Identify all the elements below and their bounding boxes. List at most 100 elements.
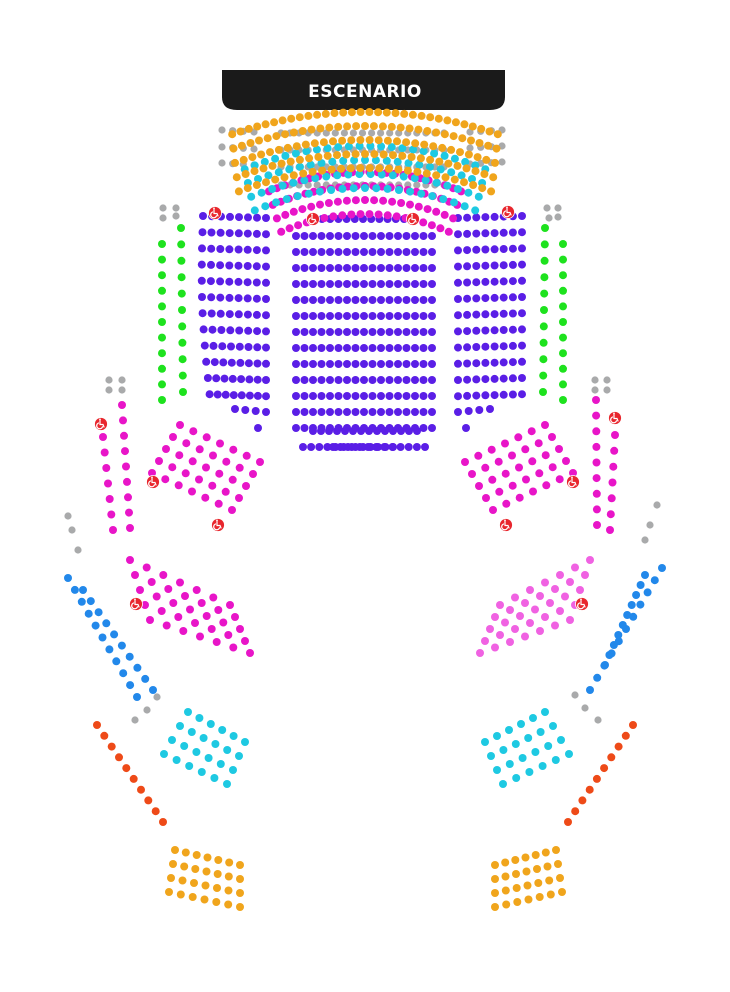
seat-platea-rear[interactable] [109, 526, 117, 534]
seat-platea-front[interactable] [481, 277, 490, 286]
seat-escenario-rows[interactable] [466, 144, 474, 152]
seat-platea-front[interactable] [368, 328, 377, 336]
seat-platea-front[interactable] [220, 374, 229, 383]
seat-platea-front[interactable] [385, 232, 394, 240]
seat-platea-side[interactable] [559, 271, 567, 280]
seat-platea-rear[interactable] [161, 475, 170, 484]
seat-platea-front[interactable] [385, 392, 394, 400]
seat-platea-rear[interactable] [196, 632, 204, 641]
seat-platea-front[interactable] [216, 261, 225, 270]
seat-aisle-grey[interactable] [159, 204, 167, 212]
seat-platea-rear[interactable] [592, 489, 601, 498]
seat-platea-rear[interactable] [242, 482, 250, 490]
wheelchair-icon[interactable] [129, 597, 143, 611]
seat-platea-front[interactable] [411, 264, 419, 272]
seat-primer-piso[interactable] [278, 181, 287, 190]
seat-primer-piso[interactable] [268, 185, 277, 193]
seat-platea-front[interactable] [385, 376, 394, 384]
seat-platea-front[interactable] [317, 408, 326, 416]
seat-platea-rear[interactable] [522, 475, 530, 484]
seat-anfiteatro-rear[interactable] [576, 586, 584, 594]
seat-platea-rear[interactable] [592, 442, 601, 451]
seat-segundo-piso[interactable] [391, 109, 400, 118]
seat-platea-front[interactable] [292, 344, 300, 352]
seat-segundo-piso[interactable] [473, 153, 482, 162]
seat-primer-piso[interactable] [398, 144, 407, 153]
seat-platea-front[interactable] [252, 294, 261, 303]
seat-anfiteatro-rear[interactable] [566, 578, 574, 586]
seat-platea-rear[interactable] [119, 416, 127, 425]
seat-platea-rear[interactable] [606, 510, 615, 519]
seat-primer-piso[interactable] [410, 174, 419, 183]
seat-segundo-piso[interactable] [263, 134, 272, 143]
seat-primer-piso[interactable] [323, 144, 332, 153]
seat-platea-front[interactable] [227, 342, 235, 351]
seat-platea-front[interactable] [292, 280, 300, 288]
seat-platea-front[interactable] [208, 325, 217, 334]
seat-platea-front[interactable] [481, 358, 490, 367]
seat-primer-piso[interactable] [206, 720, 215, 728]
seat-platea-side[interactable] [158, 286, 166, 295]
seat-platea-rear[interactable] [126, 556, 134, 564]
seat-platea-front[interactable] [508, 228, 517, 237]
seat-platea-rear[interactable] [592, 396, 600, 404]
seat-platea-side[interactable] [158, 240, 166, 248]
seat-platea-front[interactable] [326, 392, 334, 400]
seat-platea-rear[interactable] [501, 469, 510, 478]
seat-primer-piso[interactable] [383, 184, 392, 193]
seat-anfiteatro-rear[interactable] [571, 563, 579, 572]
seat-primer-piso[interactable] [300, 176, 309, 185]
seat-primer-piso[interactable] [453, 185, 462, 193]
seat-segundo-piso[interactable] [171, 846, 179, 854]
seat-platea-front[interactable] [394, 264, 402, 272]
seat-anfiteatro-rear[interactable] [521, 599, 529, 607]
seat-segundo-piso[interactable] [316, 124, 325, 133]
seat-segundo-piso[interactable] [236, 875, 244, 883]
seat-segundo-piso[interactable] [487, 187, 496, 196]
seat-platea-front[interactable] [351, 248, 360, 256]
seat-anfiteatro-rear[interactable] [536, 627, 544, 635]
seat-segundo-piso[interactable] [203, 853, 212, 862]
seat-segundo-piso[interactable] [407, 153, 416, 161]
seat-platea-side[interactable] [559, 333, 567, 342]
seat-platea-side[interactable] [177, 273, 186, 282]
seat-aisle-grey[interactable] [172, 212, 180, 220]
seat-platea-front[interactable] [419, 296, 428, 304]
seat-platea-rear[interactable] [281, 210, 290, 219]
seat-platea-front[interactable] [472, 262, 481, 270]
seat-platea-rear[interactable] [298, 205, 307, 214]
seat-primer-piso[interactable] [464, 188, 473, 197]
seat-platea-front[interactable] [309, 408, 317, 416]
seat-segundo-piso[interactable] [165, 888, 173, 896]
seat-segundo-piso[interactable] [541, 848, 550, 857]
seat-platea-front[interactable] [360, 232, 368, 240]
seat-segundo-piso[interactable] [374, 136, 383, 145]
seat-platea-front[interactable] [490, 310, 499, 319]
seat-platea-front[interactable] [411, 232, 419, 240]
seat-platea-side[interactable] [539, 388, 547, 396]
seat-primer-piso[interactable] [394, 186, 403, 194]
seat-segundo-piso[interactable] [262, 178, 270, 187]
seat-platea-front[interactable] [334, 392, 343, 400]
seat-segundo-piso[interactable] [443, 116, 452, 125]
seat-platea-rear[interactable] [175, 451, 184, 460]
seat-platea-front[interactable] [252, 246, 261, 255]
seat-primer-piso[interactable] [312, 145, 321, 154]
seat-aisle-grey[interactable] [118, 376, 126, 384]
seat-aisle-grey[interactable] [603, 376, 611, 384]
seat-platea-front[interactable] [518, 276, 526, 285]
seat-platea-rear[interactable] [142, 563, 151, 572]
seat-platea-front[interactable] [411, 312, 419, 320]
seat-segundo-piso[interactable] [545, 876, 554, 885]
seat-palco[interactable] [643, 588, 652, 597]
seat-anfiteatro-rear[interactable] [521, 632, 529, 641]
seat-platea-front[interactable] [334, 312, 343, 320]
seat-platea-front[interactable] [300, 360, 309, 368]
seat-platea-front[interactable] [334, 232, 343, 240]
seat-platea-front[interactable] [472, 391, 481, 400]
seat-platea-front[interactable] [351, 392, 360, 400]
seat-platea-rear[interactable] [529, 487, 537, 496]
seat-platea-rear[interactable] [611, 431, 619, 439]
seat-platea-front[interactable] [343, 280, 351, 288]
seat-platea-rear[interactable] [181, 592, 189, 600]
